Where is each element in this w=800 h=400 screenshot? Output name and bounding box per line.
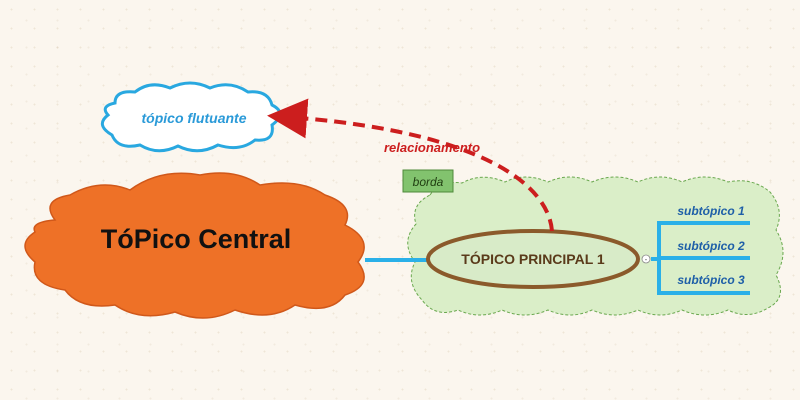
subtopic-2[interactable]: subtópico 2 [677,239,745,253]
central-topic-shape [24,172,365,319]
relationship[interactable]: relacionamento [267,98,554,232]
main-topic-label: TÓPICO PRINCIPAL 1 [461,250,605,267]
main-topic[interactable]: TÓPICO PRINCIPAL 1 [426,229,640,289]
relationship-line [267,98,554,232]
relationship-label: relacionamento [384,140,480,155]
subtopic-connectors [651,221,750,295]
subtopic-1-label: subtópico 1 [677,204,745,218]
central-topic[interactable]: TóPico Central [24,172,365,319]
boundary-label: borda [413,175,444,189]
subtopic-2-label: subtópico 2 [677,239,745,253]
central-topic-label: TóPico Central [101,224,292,254]
floating-topic[interactable]: tópico flutuante [100,81,282,153]
floating-topic-label: tópico flutuante [142,110,247,126]
subtopic-3-label: subtópico 3 [677,273,745,287]
collapse-symbol: - [645,255,648,264]
subtopic-3[interactable]: subtópico 3 [677,273,745,287]
subtopic-1[interactable]: subtópico 1 [677,204,745,218]
boundary-tag[interactable]: borda [402,169,454,193]
main-topic-shape [426,229,640,289]
collapse-toggle[interactable]: - [641,254,651,264]
